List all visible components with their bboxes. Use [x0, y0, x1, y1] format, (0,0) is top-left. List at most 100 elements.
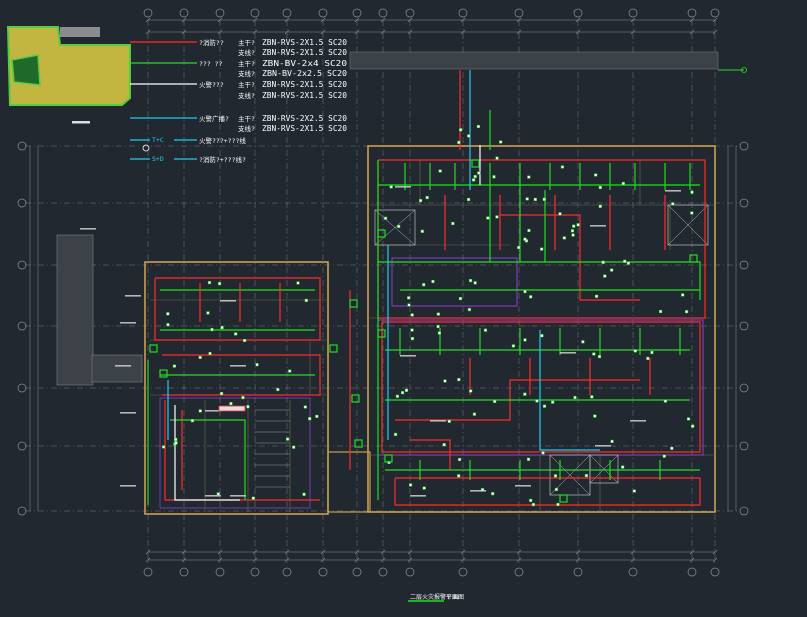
site-location-plan	[6, 26, 131, 124]
smoke-detector	[302, 492, 306, 496]
smoke-detector	[207, 281, 212, 285]
smoke-detector	[540, 334, 544, 338]
annotation-mark	[665, 190, 681, 192]
dimension-tick	[145, 29, 151, 35]
detection-zone	[391, 257, 518, 307]
annotation-mark	[80, 228, 96, 230]
dimension-tick	[516, 549, 522, 555]
smoke-detector	[172, 364, 176, 368]
axis-bubble-left	[17, 441, 27, 451]
dimension-tick	[284, 557, 290, 563]
annotation-mark	[430, 420, 446, 422]
smoke-detector	[304, 298, 308, 302]
smoke-detector	[198, 355, 202, 359]
annotation-mark	[230, 365, 246, 367]
legend-cable-spec: ZBN-RVS-2X2.5 SC20	[262, 114, 347, 123]
smoke-detector	[523, 237, 527, 241]
smoke-detector	[551, 400, 555, 404]
smoke-detector	[691, 424, 695, 428]
smoke-detector	[422, 486, 426, 490]
control-module	[354, 439, 363, 448]
annotation-mark	[115, 365, 131, 367]
smoke-detector	[220, 392, 224, 396]
axis-bubble-top	[687, 8, 697, 18]
dimension-tick	[354, 17, 360, 23]
annotation-mark	[560, 352, 576, 354]
axis-bubble-top	[215, 8, 225, 18]
axis-bubble-top	[405, 8, 415, 18]
smoke-detector	[523, 392, 527, 396]
axis-bubble-top	[352, 8, 362, 18]
smoke-detector	[420, 229, 424, 233]
smoke-detector	[535, 399, 539, 403]
legend-cable-name: 火警广播?	[199, 114, 229, 123]
distribution-panel-tag	[218, 405, 246, 412]
legend-cable-name: 火警???	[199, 80, 224, 89]
smoke-detector	[458, 297, 462, 301]
control-module	[159, 369, 168, 378]
smoke-detector	[438, 169, 442, 173]
smoke-detector	[407, 296, 411, 300]
dimension-tick	[630, 549, 636, 555]
smoke-detector	[671, 202, 675, 206]
dimension-tick	[516, 29, 522, 35]
smoke-detector	[220, 326, 224, 330]
smoke-detector	[467, 197, 471, 202]
legend-row-4: 支线?ZBN-BV-2x2.5 SC20	[238, 69, 347, 78]
dimension-tick	[630, 17, 636, 23]
legend-cable-role: 支线?	[238, 48, 255, 57]
dimension-tick	[407, 29, 413, 35]
smoke-detector	[570, 229, 575, 233]
axis-bubble-bottom	[405, 567, 415, 577]
smoke-detector	[234, 332, 238, 336]
legend-cable-spec: ZBN-BV-2x4 SC20	[262, 59, 347, 68]
legend-row-3: ??? ??主干?ZBN-BV-2x4 SC20	[130, 59, 347, 68]
dimension-tick	[354, 557, 360, 563]
fire-bus-loop	[162, 354, 321, 396]
dimension-tick	[630, 29, 636, 35]
legend-symbol	[142, 144, 150, 152]
axis-bubble-bottom	[514, 567, 524, 577]
dimension-tick	[407, 557, 413, 563]
smoke-detector	[286, 437, 290, 441]
legend-row-8: 支线?ZBN-RVS-2X1.5 SC20	[238, 124, 347, 133]
smoke-detector	[425, 196, 429, 200]
legend-row-5: 火警???主干?ZBN-RVS-2X1.5 SC20	[130, 80, 347, 89]
axis-bubble-bottom	[143, 567, 153, 577]
dimension-tick	[712, 557, 718, 563]
dimension-tick	[575, 549, 581, 555]
site-plan-caption	[72, 121, 90, 124]
smoke-detector	[397, 224, 401, 228]
dimension-tick	[575, 29, 581, 35]
dimension-tick	[284, 29, 290, 35]
annotation-mark	[595, 445, 611, 447]
smoke-detector	[594, 173, 598, 177]
axis-bubble-right	[739, 506, 749, 516]
fire-bus-loop	[381, 321, 701, 453]
smoke-detector	[595, 294, 599, 298]
manual-call-point	[476, 124, 480, 129]
axis-bubble-bottom	[352, 567, 362, 577]
smoke-detector	[384, 216, 388, 220]
smoke-detector	[308, 417, 312, 421]
legend-cable-role: 支线?	[238, 91, 255, 100]
control-module	[384, 454, 393, 463]
manual-call-point	[492, 175, 496, 179]
smoke-detector	[603, 274, 607, 278]
stair-core	[374, 209, 416, 246]
smoke-detector	[531, 503, 535, 507]
axis-bubble-top	[282, 8, 292, 18]
smoke-detector	[389, 185, 393, 189]
smoke-detector	[410, 337, 414, 341]
fire-bus-branch	[410, 439, 451, 470]
drawing-title-block: 二层火灾报警平面图 1:100	[408, 593, 464, 602]
legend-cable-spec: ZBN-RVS-2X1.5 SC20	[262, 80, 347, 89]
legend-row-6: 支线?ZBN-RVS-2X1.5 SC20	[238, 91, 347, 100]
axis-bubble-top	[628, 8, 638, 18]
incoming-terminal	[741, 67, 747, 73]
axis-bubble-bottom	[573, 567, 583, 577]
site-plan-highlight	[11, 54, 41, 86]
fire-bus-loop	[154, 277, 321, 341]
smoke-detector	[407, 303, 411, 307]
